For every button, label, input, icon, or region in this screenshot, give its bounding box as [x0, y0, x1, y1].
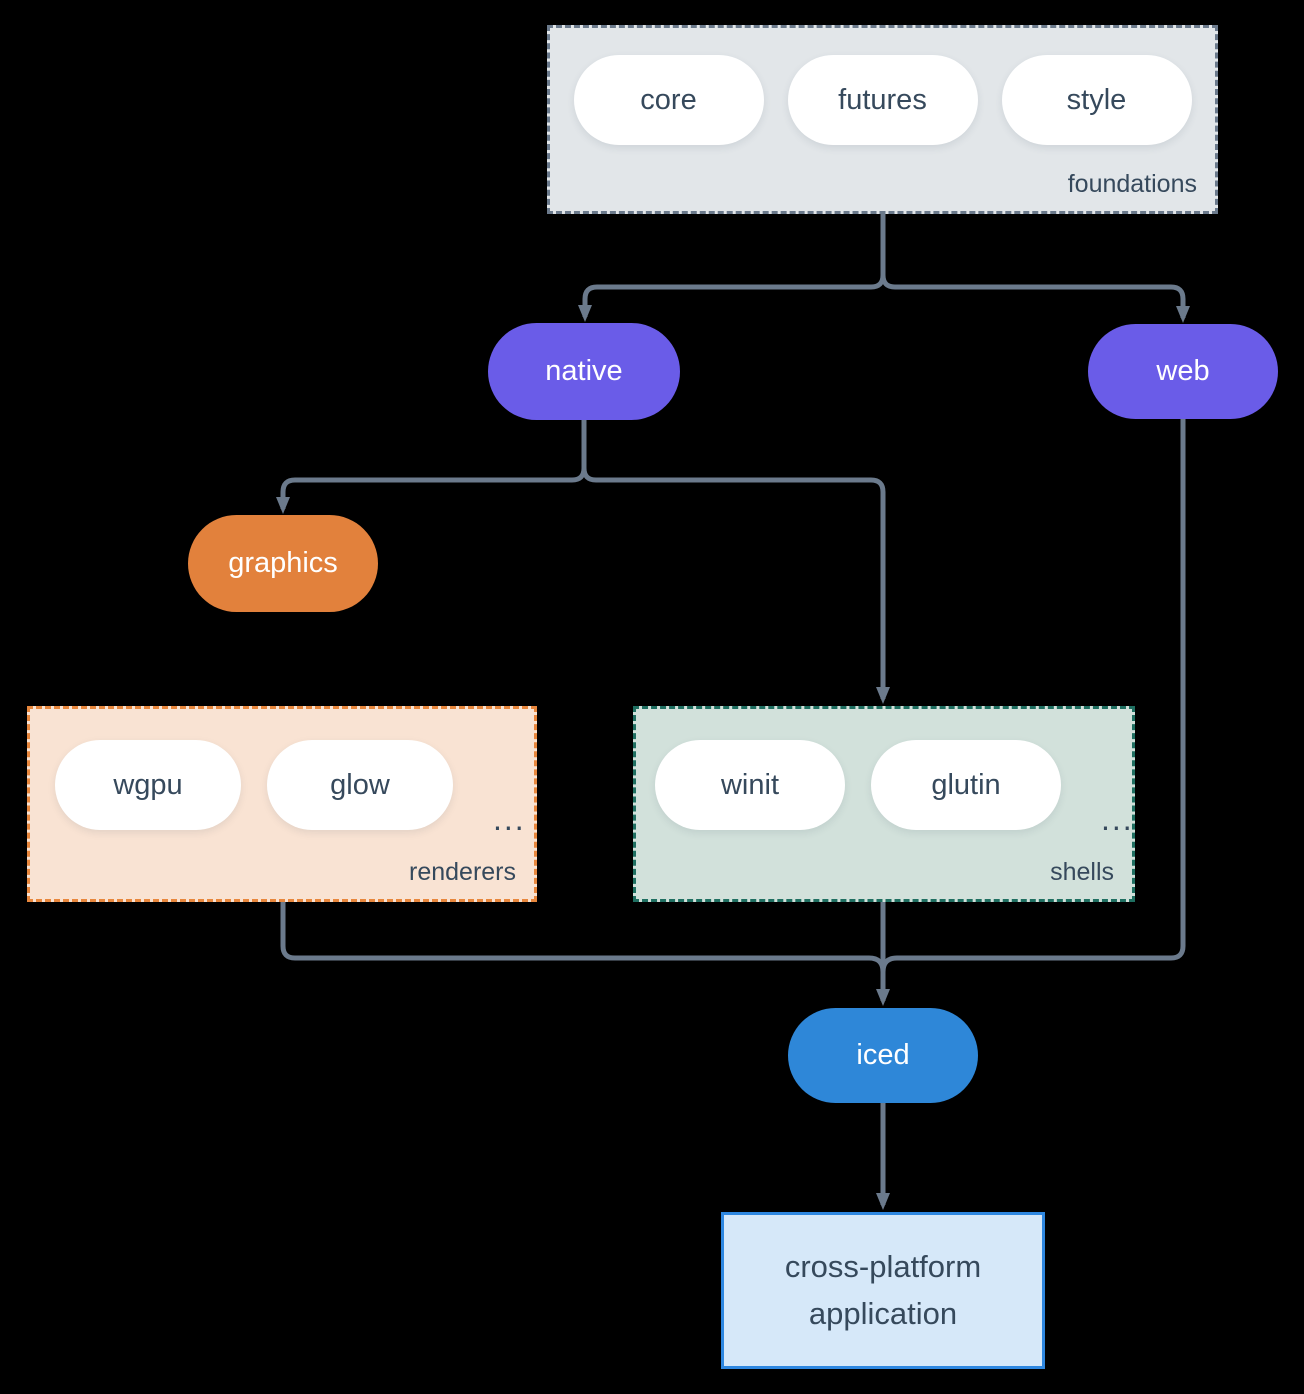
edge-native-to-shells	[581, 419, 890, 704]
node-glow: glow	[267, 740, 453, 830]
node-wgpu: wgpu	[55, 740, 241, 830]
node-iced: iced	[788, 1008, 978, 1103]
node-web: web	[1088, 324, 1278, 419]
foundations-group: core futures style foundations	[547, 25, 1218, 214]
edge-renderers-to-merge	[280, 902, 886, 973]
node-winit: winit	[655, 740, 845, 830]
node-native: native	[488, 323, 680, 420]
foundations-group-label: foundations	[1067, 170, 1197, 198]
edge-foundations-to-web	[880, 214, 1190, 323]
node-futures: futures	[787, 55, 978, 145]
renderers-group: wgpu glow ... renderers	[27, 706, 537, 902]
node-graphics: graphics	[188, 515, 378, 612]
application-label: cross-platform application	[784, 1249, 982, 1331]
node-core: core	[573, 55, 764, 145]
shells-group-label: shells	[1050, 858, 1114, 886]
shells-group: winit glutin ... shells	[633, 706, 1135, 902]
shells-more-ellipsis: ...	[1101, 801, 1134, 837]
edge-foundations-to-native	[578, 214, 886, 322]
node-style: style	[1001, 55, 1192, 145]
application-box: cross-platform application	[721, 1212, 1045, 1369]
edge-native-to-graphics	[276, 419, 587, 514]
renderers-more-ellipsis: ...	[493, 801, 526, 837]
node-glutin: glutin	[871, 740, 1061, 830]
renderers-group-label: renderers	[409, 858, 516, 886]
